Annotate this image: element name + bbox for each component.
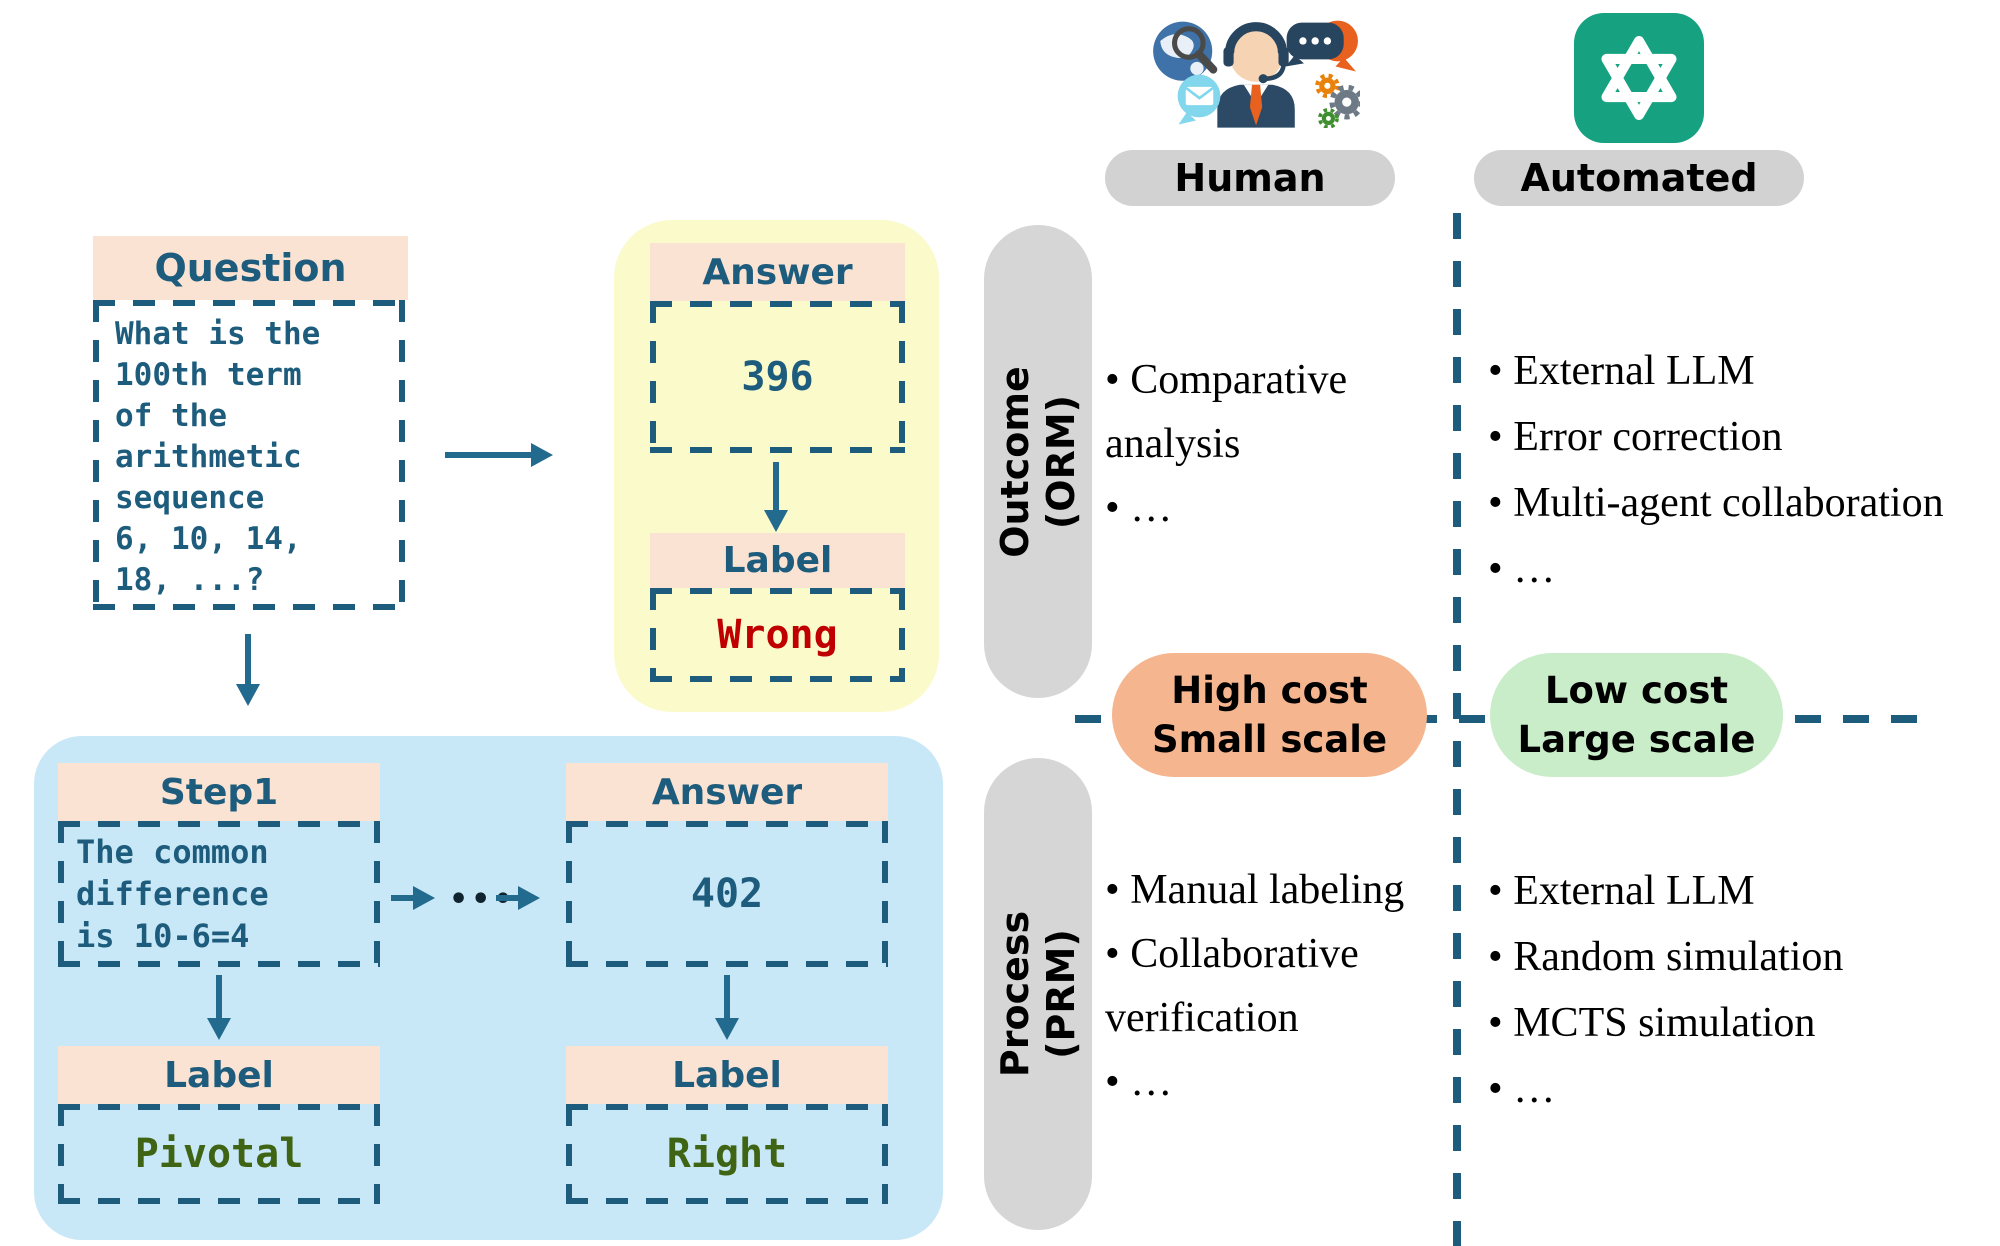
orm-label-box: Wrong bbox=[650, 588, 905, 682]
high-cost-small-scale-badge: High cost Small scale bbox=[1112, 653, 1427, 777]
prm-answer-to-label-arrow bbox=[724, 975, 730, 1020]
column-header-human: Human bbox=[1105, 150, 1395, 206]
prm-answer-box: 402 bbox=[566, 821, 888, 967]
bullet-item: • … bbox=[1488, 1066, 1556, 1112]
orm-answer-header: Answer bbox=[650, 243, 905, 301]
bullet-item: • Random simulation bbox=[1488, 934, 1844, 980]
prm-step1-header: Step1 bbox=[58, 763, 380, 821]
bullet-item: • … bbox=[1488, 546, 1556, 592]
bullet-item: • MCTS simulation bbox=[1488, 1000, 1816, 1046]
row-header-process-prm: Process (PRM) bbox=[984, 758, 1092, 1230]
bullet-item: • Manual labeling bbox=[1105, 867, 1405, 913]
cell-outcome-automated: • External LLM • Error correction • Multi-… bbox=[1488, 338, 2000, 602]
question-to-prm-arrow bbox=[245, 634, 251, 686]
prm-step-to-label-arrow bbox=[216, 975, 222, 1020]
orm-answer-to-label-arrow bbox=[773, 462, 779, 512]
openai-logo-icon bbox=[1574, 13, 1704, 143]
prm-answer-label-header: Label bbox=[566, 1046, 888, 1104]
row-header-outcome-orm: Outcome (ORM) bbox=[984, 225, 1092, 698]
row-header-outcome-label: Outcome (ORM) bbox=[993, 365, 1083, 558]
prm-answer-label-box: Right bbox=[566, 1104, 888, 1204]
bullet-item: • … bbox=[1105, 485, 1173, 531]
orm-answer-box: 396 bbox=[650, 301, 905, 453]
bullet-item: • Comparative analysis bbox=[1105, 357, 1348, 467]
bullet-item: • External LLM bbox=[1488, 868, 1755, 914]
bullet-item: • Collaborative verification bbox=[1105, 931, 1359, 1041]
column-divider-dashed-line bbox=[1453, 213, 1461, 1246]
bullet-item: • External LLM bbox=[1488, 348, 1755, 394]
bullet-item: • Multi-agent collaboration bbox=[1488, 480, 1944, 526]
cell-process-human: • Manual labeling • Collaborative verific… bbox=[1105, 858, 1457, 1114]
orm-label-header: Label bbox=[650, 533, 905, 588]
prm-step1-box: The common difference is 10-6=4 bbox=[58, 821, 380, 967]
low-cost-large-scale-badge: Low cost Large scale bbox=[1490, 653, 1783, 777]
row-header-process-label: Process (PRM) bbox=[993, 910, 1084, 1078]
cell-outcome-human: • Comparative analysis • … bbox=[1105, 348, 1457, 540]
prm-step-ellipsis-arrow-left bbox=[391, 895, 415, 901]
cell-process-automated: • External LLM • Random simulation • MCTS … bbox=[1488, 858, 2000, 1122]
prm-step-ellipsis-arrow-right bbox=[496, 895, 520, 901]
question-header: Question bbox=[93, 236, 408, 300]
human-support-agent-icon bbox=[1146, 10, 1365, 130]
bullet-item: • Error correction bbox=[1488, 414, 1783, 460]
question-to-orm-arrow bbox=[445, 452, 533, 458]
bullet-item: • … bbox=[1105, 1059, 1173, 1105]
question-box: What is the 100th term of the arithmetic… bbox=[93, 300, 405, 610]
prm-step-label-box: Pivotal bbox=[58, 1104, 380, 1204]
prm-answer-header: Answer bbox=[566, 763, 888, 821]
column-header-automated: Automated bbox=[1474, 150, 1804, 206]
prm-step-label-header: Label bbox=[58, 1046, 380, 1104]
